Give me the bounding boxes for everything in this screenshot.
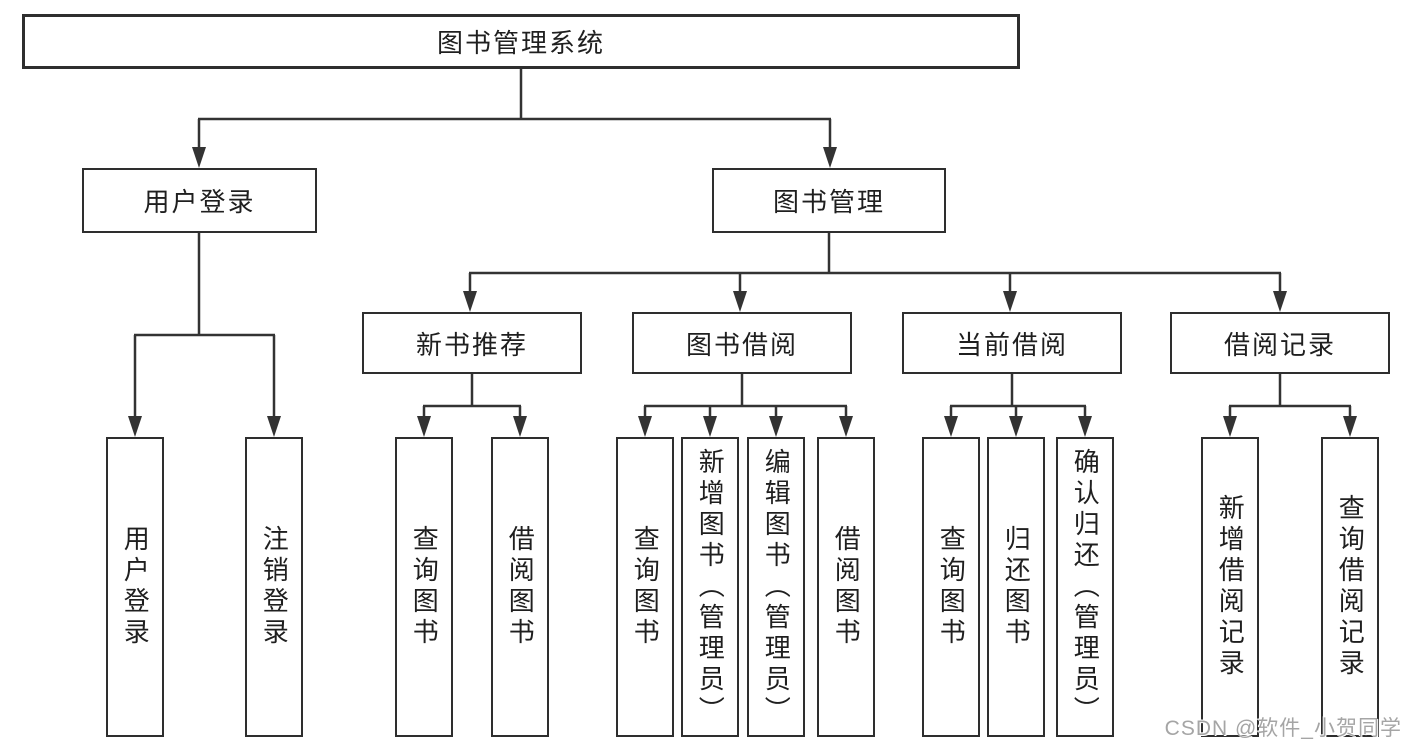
leaf-confirm-return-admin: 确认归还（管理员） xyxy=(1056,437,1114,737)
node-label: 注销登录 xyxy=(259,525,290,649)
node-label: 图书借阅 xyxy=(685,329,798,360)
leaf-borrow-books-recommend: 借阅图书 xyxy=(491,437,549,737)
leaf-query-borrow-record: 查询借阅记录 xyxy=(1321,437,1379,737)
arrow-icon xyxy=(1343,416,1357,437)
arrow-icon xyxy=(839,416,853,437)
arrow-icon xyxy=(944,416,958,437)
node-label: 新增图书（管理员） xyxy=(695,447,726,727)
node-label: 图书管理系统 xyxy=(436,28,605,58)
node-label: 用户登录 xyxy=(120,525,151,649)
node-label: 当前借阅 xyxy=(955,329,1068,360)
node-current-borrow: 当前借阅 xyxy=(902,312,1122,374)
node-label: 确认归还（管理员） xyxy=(1070,447,1101,727)
node-library-system: 图书管理系统 xyxy=(22,14,1020,69)
leaf-edit-books-admin: 编辑图书（管理员） xyxy=(747,437,805,737)
node-label: 查询图书 xyxy=(936,525,967,649)
arrow-icon xyxy=(417,416,431,437)
node-label: 新书推荐 xyxy=(415,329,528,360)
leaf-return-books: 归还图书 xyxy=(987,437,1045,737)
node-label: 用户登录 xyxy=(143,187,256,217)
arrow-icon xyxy=(769,416,783,437)
arrow-icon xyxy=(1223,416,1237,437)
leaf-add-borrow-record: 新增借阅记录 xyxy=(1201,437,1259,737)
arrow-icon xyxy=(1078,416,1092,437)
node-label: 归还图书 xyxy=(1001,525,1032,649)
node-label: 借阅记录 xyxy=(1223,329,1336,360)
csdn-watermark: CSDN @软件_小贺同学 xyxy=(1164,717,1402,740)
leaf-query-books-current: 查询图书 xyxy=(922,437,980,737)
arrow-icon xyxy=(733,291,747,312)
node-label: 借阅图书 xyxy=(505,525,536,649)
arrow-icon xyxy=(638,416,652,437)
arrow-icon xyxy=(513,416,527,437)
node-book-management: 图书管理 xyxy=(712,168,946,233)
node-new-book-recommend: 新书推荐 xyxy=(362,312,582,374)
leaf-add-books-admin: 新增图书（管理员） xyxy=(681,437,739,737)
leaf-borrow-books: 借阅图书 xyxy=(817,437,875,737)
arrow-icon xyxy=(463,291,477,312)
node-label: 新增借阅记录 xyxy=(1215,494,1246,680)
leaf-query-books-borrow: 查询图书 xyxy=(616,437,674,737)
node-label: 编辑图书（管理员） xyxy=(761,447,792,727)
node-borrow-records: 借阅记录 xyxy=(1170,312,1390,374)
node-label: 借阅图书 xyxy=(831,525,862,649)
arrow-icon xyxy=(1009,416,1023,437)
node-label: 查询图书 xyxy=(630,525,661,649)
node-label: 查询借阅记录 xyxy=(1335,494,1366,680)
arrow-icon xyxy=(823,147,837,168)
node-label: 图书管理 xyxy=(772,187,885,217)
arrow-icon xyxy=(703,416,717,437)
arrow-icon xyxy=(192,147,206,168)
leaf-user-login: 用户登录 xyxy=(106,437,164,737)
node-label: 查询图书 xyxy=(409,525,440,649)
arrow-icon xyxy=(1273,291,1287,312)
leaf-query-books-recommend: 查询图书 xyxy=(395,437,453,737)
arrow-icon xyxy=(128,416,142,437)
node-book-borrow: 图书借阅 xyxy=(632,312,852,374)
arrow-icon xyxy=(267,416,281,437)
node-user-login: 用户登录 xyxy=(82,168,317,233)
arrow-icon xyxy=(1003,291,1017,312)
leaf-logout: 注销登录 xyxy=(245,437,303,737)
